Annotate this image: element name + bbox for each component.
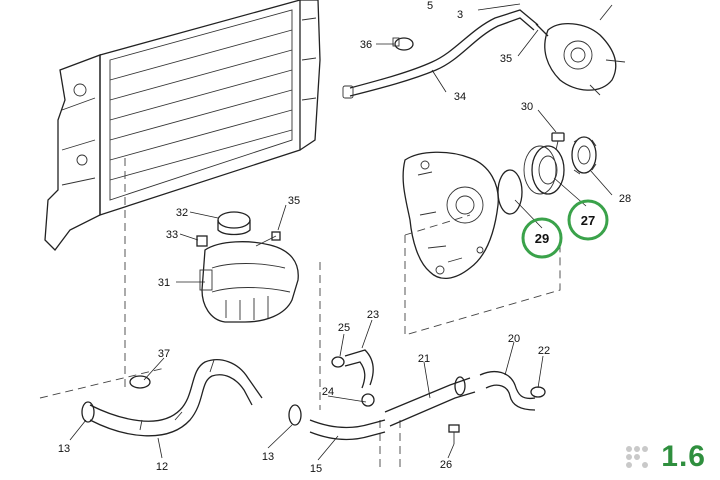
thermostat-housing-icon xyxy=(535,4,626,96)
callout-22: 22 xyxy=(538,345,550,357)
leader-lines xyxy=(69,3,613,461)
callout-23: 23 xyxy=(367,309,379,321)
hose-34-icon xyxy=(342,9,539,99)
hose-15-icon xyxy=(309,419,386,441)
clamp-13b-icon xyxy=(288,404,302,426)
callout-25: 25 xyxy=(338,322,350,334)
callout-21: 21 xyxy=(418,353,430,365)
clamp-22-icon xyxy=(530,386,546,398)
reservoir-cap-32-icon xyxy=(217,211,251,236)
seal-ring-29-icon xyxy=(497,169,523,215)
callout-27: 27 xyxy=(581,213,595,228)
callout-13-right: 13 xyxy=(262,451,274,463)
clamp-36-icon xyxy=(392,37,414,51)
bolt-30-icon xyxy=(551,132,565,151)
callout-30: 30 xyxy=(521,101,533,113)
pipe-21-icon xyxy=(384,376,476,427)
link-line-right xyxy=(379,420,401,470)
callout-29: 29 xyxy=(535,231,549,246)
hose-23-icon xyxy=(344,349,375,407)
callout-26: 26 xyxy=(440,459,452,471)
callout-13-left: 13 xyxy=(58,443,70,455)
clip-33-icon xyxy=(196,235,208,247)
clamp-13a-icon xyxy=(81,401,95,423)
engine-size-badge: 1.6 xyxy=(661,440,706,473)
callout-3: 3 xyxy=(457,9,463,21)
callout-37: 37 xyxy=(158,348,170,360)
logo-icon xyxy=(626,446,648,468)
radiator-icon xyxy=(44,0,321,251)
pulley-27-icon xyxy=(523,145,565,195)
callout-12: 12 xyxy=(156,461,168,473)
pulley-28-icon xyxy=(571,136,597,175)
clip-35-icon xyxy=(255,231,281,247)
water-pump-icon xyxy=(402,151,499,279)
callout-31: 31 xyxy=(158,277,170,289)
callout-33: 33 xyxy=(166,229,178,241)
bolt-26-icon xyxy=(448,424,460,444)
callout-36: 36 xyxy=(360,39,372,51)
pump-group-frame xyxy=(404,214,561,336)
callout-34: 34 xyxy=(454,91,466,103)
hose-12-icon xyxy=(89,359,263,437)
link-line-bottom xyxy=(39,367,166,399)
clamp-25-icon xyxy=(331,356,345,368)
callout-35-top: 35 xyxy=(500,53,512,65)
callout-15: 15 xyxy=(310,463,322,475)
hose-20-icon xyxy=(479,371,536,411)
clamp-37-icon xyxy=(129,375,151,389)
callout-20: 20 xyxy=(508,333,520,345)
highlight-27-circle xyxy=(567,199,609,241)
callout-28: 28 xyxy=(619,193,631,205)
highlight-29-circle xyxy=(521,217,563,259)
coolant-reservoir-icon xyxy=(199,241,299,323)
callout-32: 32 xyxy=(176,207,188,219)
callout-24: 24 xyxy=(322,386,334,398)
callout-35-mid: 35 xyxy=(288,195,300,207)
callout-5: 5 xyxy=(427,0,433,12)
